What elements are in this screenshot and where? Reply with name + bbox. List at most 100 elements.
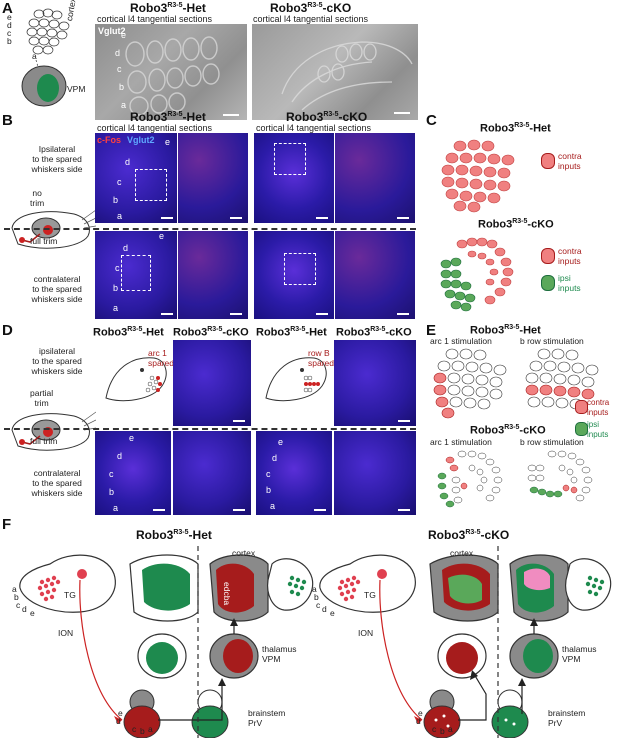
title-d-het-1: Robo3R3-5-Het: [93, 326, 164, 339]
row-label-a: a: [113, 303, 119, 313]
row-label-c: c: [115, 263, 120, 273]
f-het-whisker-row-c: c: [16, 600, 21, 610]
f-het-whisker-row-e: e: [30, 608, 35, 618]
row-label-c: c: [117, 64, 122, 74]
f-cko-prv-row-a: a: [448, 724, 453, 734]
micrograph-d-rowb-cko-contra: [334, 431, 416, 515]
row-label-c: c: [266, 469, 271, 479]
barrel-map-c-cko: [440, 237, 514, 312]
mouse-face-het-right: [267, 558, 314, 611]
zoom-box: [121, 255, 151, 291]
micrograph-a-het: Vglut2 e d c b a: [95, 24, 247, 120]
d-full-trim-label: full trim: [30, 436, 58, 446]
title-d-cko-2: Robo3R3-5-cKO: [336, 326, 412, 339]
micrograph-a-cko: [252, 24, 418, 120]
row-label-e: e: [278, 437, 284, 447]
micrograph-b-het-contra-zoom: [178, 231, 248, 319]
circuit-diagram-het: [19, 546, 269, 738]
row-label-a: a: [113, 503, 119, 513]
f-cko-whisker-row-e: e: [330, 608, 335, 618]
legend-contra-swatch: [541, 153, 555, 169]
mouse-face-cko-right: [565, 558, 612, 611]
micrograph-d-arc1-het-contra: e d c b a: [95, 431, 171, 515]
schematic-row-c: c: [7, 28, 12, 38]
f-cko-tg-label: TG: [364, 590, 376, 600]
row-label-b: b: [113, 283, 119, 293]
mouse-head-schematic-d: [11, 411, 96, 451]
row-label-e: e: [159, 231, 165, 241]
row-label-e: e: [129, 433, 135, 443]
row-label-b: b: [113, 195, 119, 205]
legend-contra-swatch: [541, 248, 555, 264]
title-a-het: Robo3R3-5-Het: [130, 1, 206, 15]
scale-bar: [161, 313, 173, 315]
scale-bar: [230, 313, 242, 315]
f-het-prv-row-c: c: [132, 724, 137, 734]
f-het-whisker-row-a: a: [12, 584, 17, 594]
f-het-prv-row-e: e: [118, 708, 123, 718]
scale-bar: [161, 217, 173, 219]
schematic-row-a: a: [32, 51, 37, 61]
title-b-het: Robo3R3-5-Het: [130, 110, 206, 124]
micrograph-d-arc1-cko-ipsi: [173, 340, 251, 426]
barrel-map-c-het: [441, 139, 515, 213]
scale-bar: [314, 509, 326, 511]
mouse-schematic-rowb: [265, 357, 327, 402]
f-cko-prv-row-b: b: [440, 726, 445, 736]
scale-bar: [316, 217, 328, 219]
subtitle-b-cko: cortical l4 tangential sections: [256, 123, 372, 133]
circuit-diagram-cko: [319, 546, 569, 738]
row-label-a: a: [117, 211, 123, 221]
subtitle-b-het: cortical l4 tangential sections: [97, 123, 213, 133]
title-b-cko: Robo3R3-5-cKO: [286, 110, 368, 124]
f-cko-whisker-row-d: d: [322, 604, 327, 614]
legend-ipsi-swatch: [575, 422, 588, 436]
title-d-cko-1: Robo3R3-5-cKO: [173, 326, 249, 339]
row-label-d: d: [272, 453, 278, 463]
f-het-prv-row-a: a: [148, 724, 153, 734]
micrograph-d-arc1-cko-contra: [173, 431, 251, 515]
title-e-het: Robo3R3-5-Het: [470, 324, 541, 337]
scale-bar: [153, 509, 165, 511]
row-label-a: a: [121, 100, 127, 110]
f-het-cortex-rows: edcba: [222, 582, 232, 606]
micrograph-b-cko-ipsi: [254, 133, 334, 223]
title-c-cko: Robo3R3-5-cKO: [478, 218, 554, 231]
scale-bar: [397, 313, 409, 315]
row-label-d: d: [123, 243, 129, 253]
mouse-head-schematic-b: [11, 209, 96, 249]
scale-bar: [394, 112, 410, 114]
micrograph-b-het-ipsi-zoom: [178, 133, 248, 223]
scale-bar: [233, 420, 245, 422]
row-label-d: d: [115, 48, 121, 58]
row-label-d: d: [125, 157, 131, 167]
f-het-tg-label: TG: [64, 590, 76, 600]
micrograph-b-cko-contra-zoom: [335, 231, 415, 319]
panel-letter-b: B: [2, 112, 13, 129]
f-cko-prv-row-c: c: [432, 724, 437, 734]
scale-bar: [223, 114, 239, 116]
zoom-box: [274, 143, 306, 175]
barrel-map-e-cko-arc1: [437, 450, 503, 508]
scale-bar: [398, 420, 410, 422]
schematic-vpm-label: VPM: [67, 84, 86, 94]
f-het-whisker-row-b: b: [14, 592, 19, 602]
zoom-box: [284, 253, 316, 285]
title-e-cko: Robo3R3-5-cKO: [470, 424, 546, 437]
f-cko-prv-row-d: d: [416, 716, 421, 726]
stain-label-vglut2-b: Vglut2: [127, 135, 155, 145]
b-full-trim-label: full trim: [30, 236, 58, 246]
e-arc1-label-top: arc 1 stimulation: [430, 336, 492, 346]
f-cko-whisker-row-b: b: [314, 592, 319, 602]
